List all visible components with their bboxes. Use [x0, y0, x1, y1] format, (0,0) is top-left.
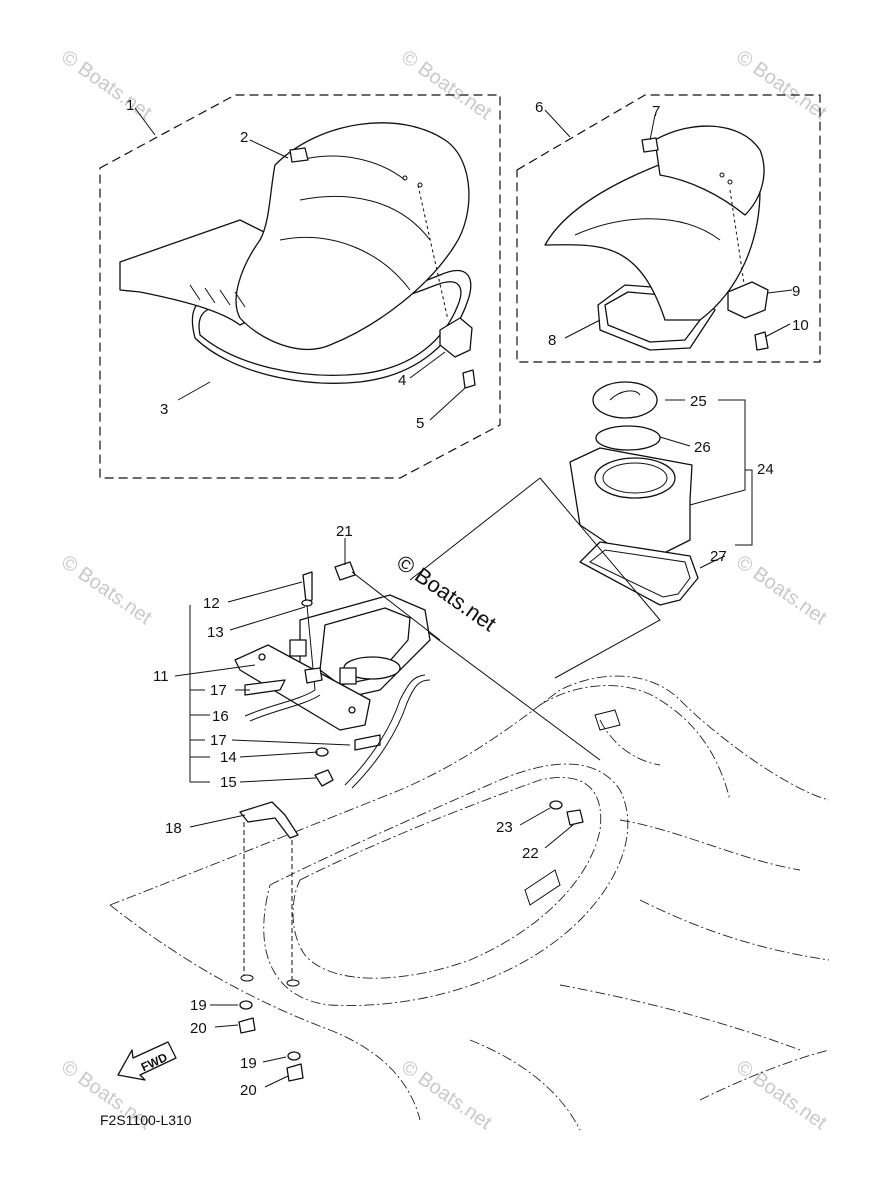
callout-20b: 20 [240, 1082, 257, 1099]
callout-14: 14 [220, 749, 237, 766]
callout-17b: 17 [210, 732, 227, 749]
callout-9: 9 [792, 283, 800, 300]
callout-11: 11 [153, 668, 169, 685]
callout-10: 10 [792, 317, 809, 334]
callout-18: 18 [165, 820, 182, 837]
callout-5: 5 [416, 415, 424, 432]
callout-15: 15 [220, 774, 237, 791]
callout-19b: 19 [240, 1055, 257, 1072]
watermark-top-center: © Boats.net [397, 46, 496, 124]
hull-outline [109, 675, 830, 1131]
callout-25: 25 [690, 393, 707, 410]
callout-3: 3 [160, 401, 168, 418]
callout-2: 2 [240, 129, 248, 146]
watermark-mid-left: © Boats.net [57, 551, 156, 629]
callout-20a: 20 [190, 1020, 207, 1037]
watermark-top-right: © Boats.net [732, 46, 831, 124]
callout-23: 23 [496, 819, 513, 836]
watermark-top-left: © Boats.net [57, 46, 156, 124]
callout-19a: 19 [190, 997, 207, 1014]
callout-1: 1 [126, 97, 134, 114]
callout-17a: 17 [210, 682, 227, 699]
callouts: 1 2 3 4 5 6 7 8 9 10 11 12 13 17 16 17 1… [126, 97, 809, 1099]
seat-assembly-1-boundary [99, 94, 501, 479]
callout-7: 7 [652, 103, 660, 120]
diagram-code: F2S1100-L310 [100, 1112, 192, 1128]
callout-12: 12 [203, 595, 220, 612]
callout-13: 13 [207, 624, 224, 641]
callout-6: 6 [535, 99, 543, 116]
callout-27: 27 [710, 548, 727, 565]
callout-4: 4 [398, 372, 406, 389]
callout-8: 8 [548, 332, 556, 349]
seat-assembly-6-boundary [516, 94, 821, 363]
callout-24: 24 [757, 461, 774, 478]
hatch-frame [234, 561, 601, 789]
callout-22: 22 [522, 845, 539, 862]
watermark-bottom-center: © Boats.net [397, 1056, 496, 1134]
callout-16: 16 [212, 708, 229, 725]
watermark-bottom-right: © Boats.net [732, 1056, 831, 1134]
fwd-arrow-icon: FWD [117, 1041, 177, 1081]
leader-lines [134, 107, 793, 1088]
seat-front [119, 122, 476, 389]
callout-26: 26 [694, 439, 711, 456]
callout-21: 21 [336, 523, 353, 540]
bracket-and-fasteners [238, 800, 584, 1082]
bucket-hull-connector [409, 477, 661, 679]
watermark-mid-right: © Boats.net [732, 551, 831, 629]
seat-rear [544, 125, 769, 351]
storage-bucket [569, 381, 699, 606]
